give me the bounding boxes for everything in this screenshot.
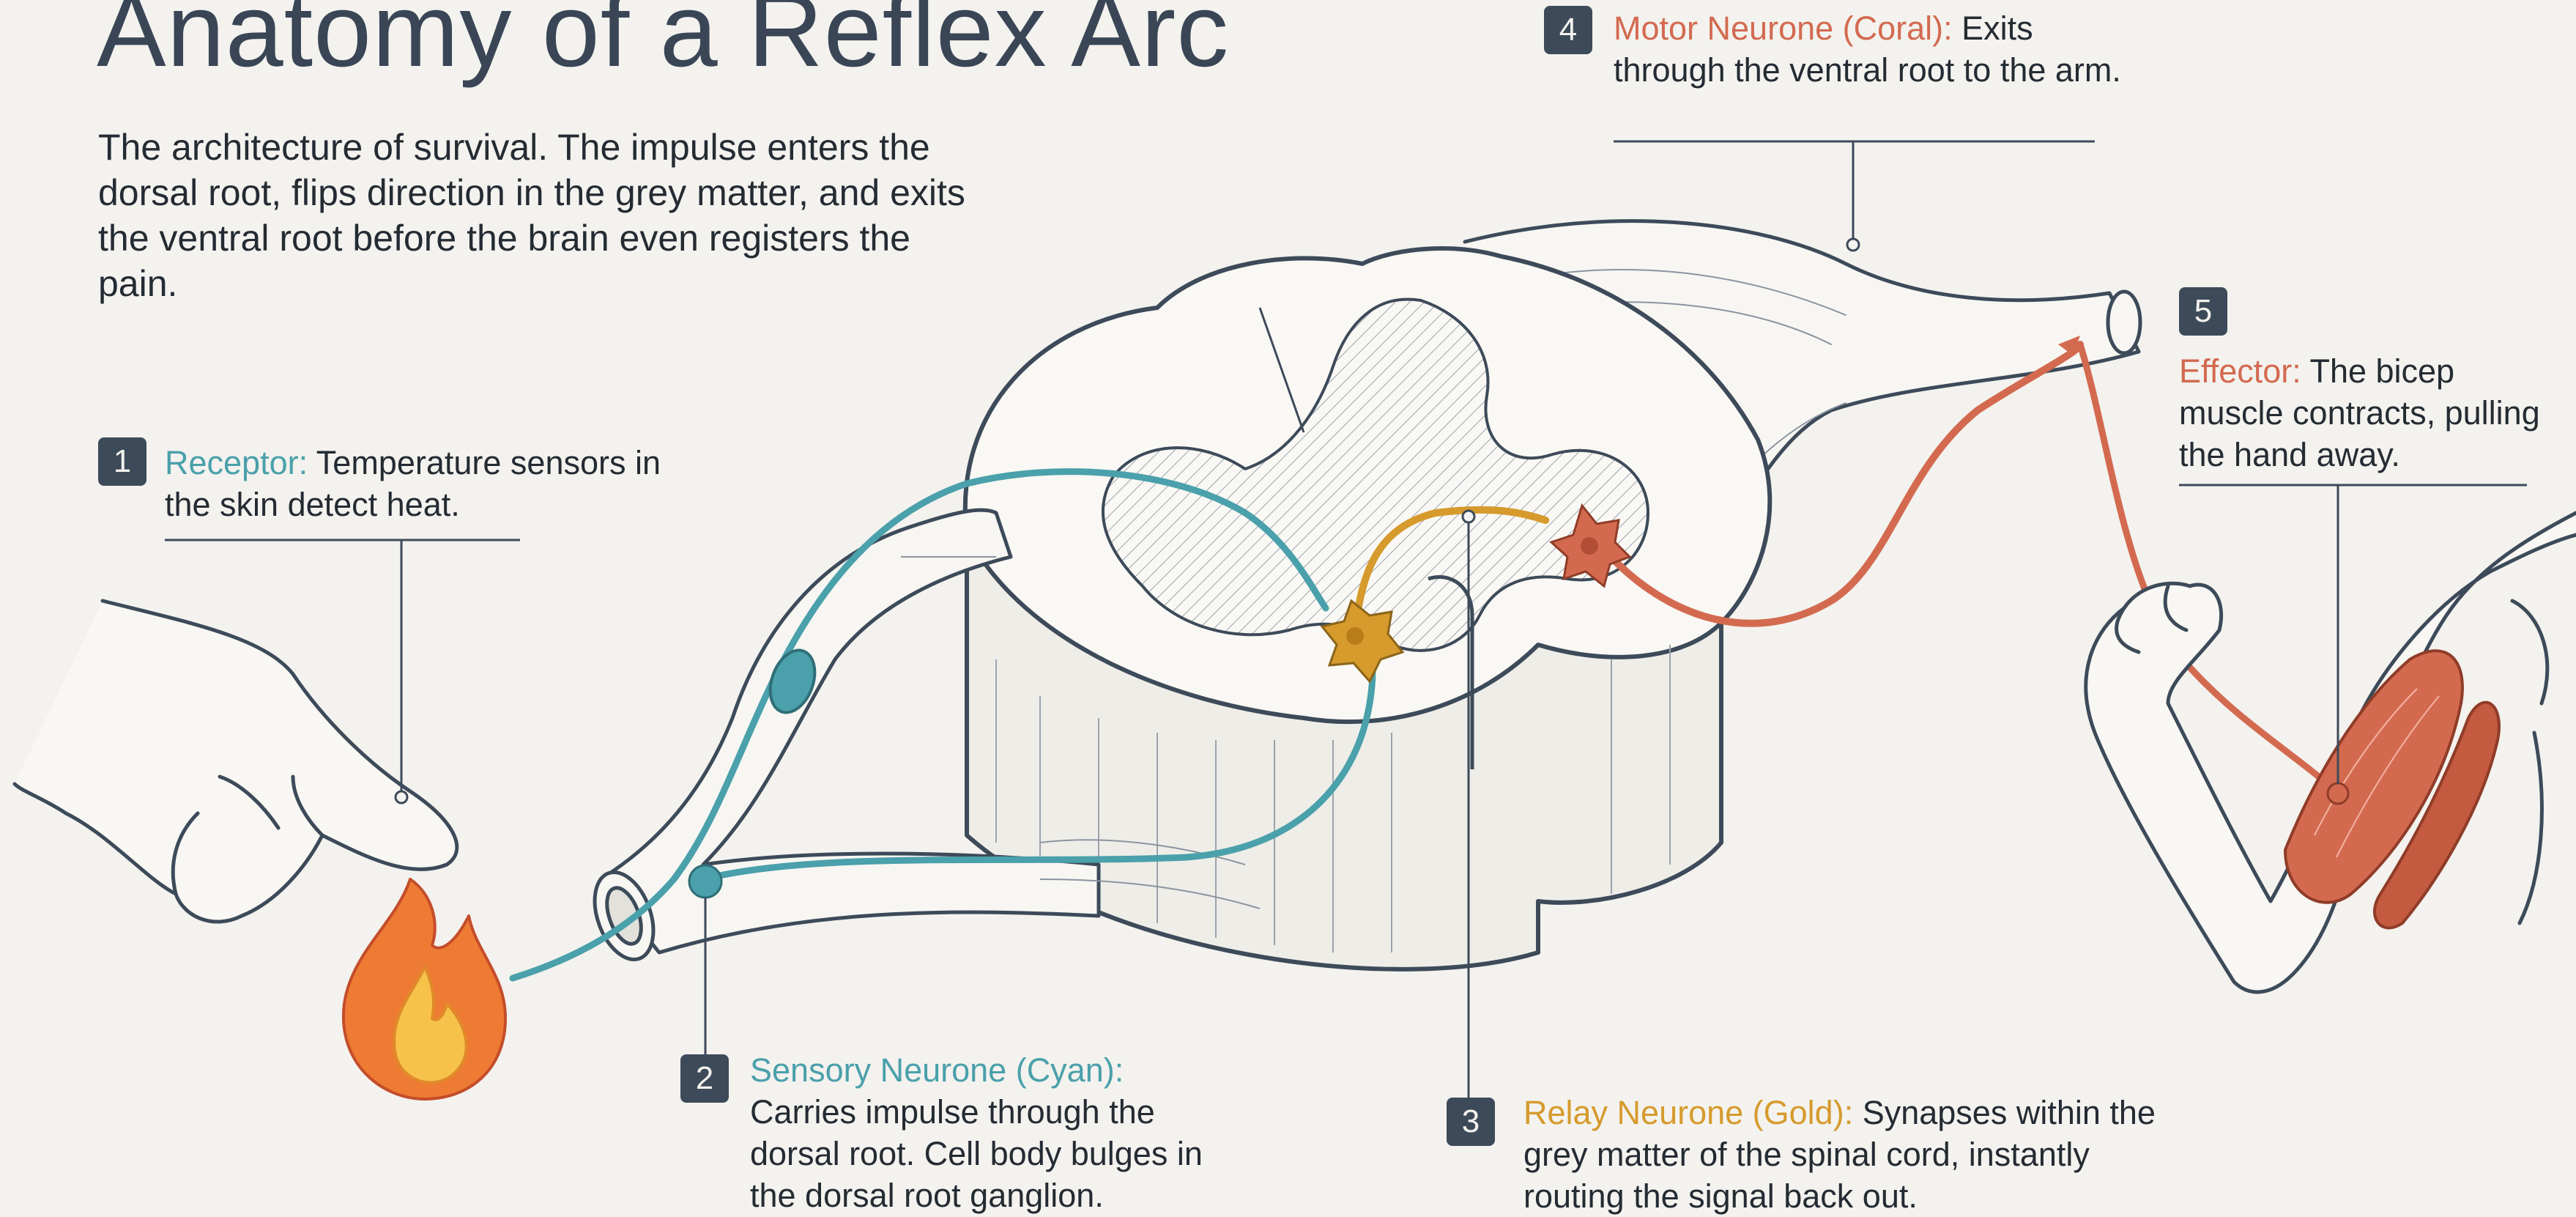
page-title: Anatomy of a Reflex Arc xyxy=(97,0,1229,91)
effector-terminal xyxy=(2328,783,2348,804)
callout-label: Relay Neurone (Gold): xyxy=(1523,1094,1853,1131)
bicep-muscle xyxy=(2285,651,2499,928)
step-badge-3: 3 xyxy=(1447,1098,1495,1146)
step-badge-2: 2 xyxy=(680,1054,729,1103)
callout-label: Receptor: xyxy=(165,444,308,481)
step-badge-4: 4 xyxy=(1544,6,1592,54)
callout-label: Sensory Neurone (Cyan): xyxy=(750,1049,1233,1091)
callout-text: Carries impulse through the dorsal root.… xyxy=(750,1091,1233,1216)
step-badge-1: 1 xyxy=(98,437,146,486)
sensory-terminal xyxy=(689,865,721,898)
callout-motor-neurone: Motor Neurone (Coral): Exits through the… xyxy=(1614,7,2126,91)
callout-label: Effector: xyxy=(2179,352,2301,390)
intro-text: The architecture of survival. The impuls… xyxy=(98,125,977,306)
flame-icon xyxy=(344,879,505,1099)
callout-sensory-neurone: Sensory Neurone (Cyan): Carries impulse … xyxy=(750,1049,1233,1217)
callout-effector: Effector: The bicep muscle contracts, pu… xyxy=(2179,350,2560,476)
hand-illustration xyxy=(15,601,457,922)
callout-relay-neurone: Relay Neurone (Gold): Synapses within th… xyxy=(1523,1092,2197,1217)
arm-illustration xyxy=(2086,513,2576,992)
step-badge-5: 5 xyxy=(2179,287,2227,336)
callout-label: Motor Neurone (Coral): xyxy=(1614,10,1953,47)
callout-receptor: Receptor: Temperature sensors in the ski… xyxy=(165,442,692,525)
